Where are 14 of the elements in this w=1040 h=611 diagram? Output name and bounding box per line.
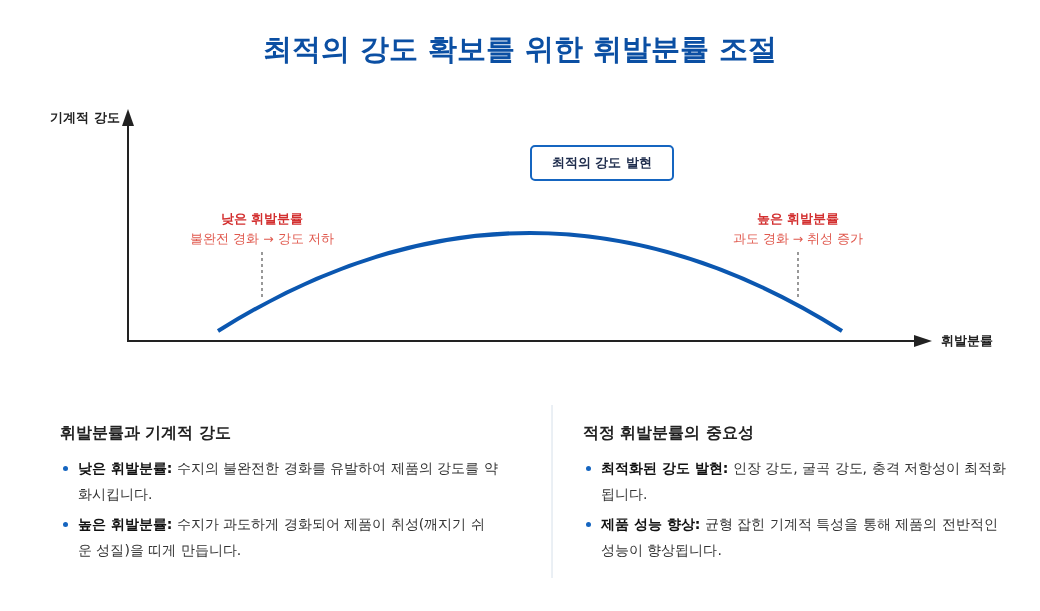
annotation-heading: 높은 휘발분률 — [755, 211, 841, 228]
bullet-text: 낮은 휘발분률: 수지의 불완전한 경화를 유발하여 제품의 강도를 약화시킵니다. — [78, 459, 498, 504]
bullet-text: 높은 휘발분률: 수지가 과도하게 경화되어 제품이 취성(깨지기 쉬운 성질)을 띠게 만듭니다. — [78, 515, 486, 560]
bullet-text: 제품 성능 향상: 균형 잡힌 기계적 특성을 통해 제품의 전반적인 성능이 향상됩니다. — [601, 515, 999, 560]
bullet-text: 최적화된 강도 발현: 인장 강도, 굴곡 강도, 충격 저항성이 최적화됩니다. — [601, 459, 1008, 504]
axis-label: 휘발분률 — [941, 332, 993, 350]
section-heading: 적정 휘발분률의 중요성 — [583, 423, 754, 444]
callout-box: 최적의 강도 발현 — [530, 145, 674, 181]
annotation-heading: 낮은 휘발분률 — [219, 211, 305, 228]
title: 최적의 강도 확보를 위한 휘발분률 조절 — [261, 31, 779, 68]
annotation-text: 불완전 경화 → 강도 저하 — [189, 231, 335, 248]
annotation-text: 과도 경화 → 취성 증가 — [731, 231, 865, 248]
axis-label: 기계적 강도 — [50, 109, 120, 127]
section-heading: 휘발분률과 기계적 강도 — [60, 423, 231, 444]
